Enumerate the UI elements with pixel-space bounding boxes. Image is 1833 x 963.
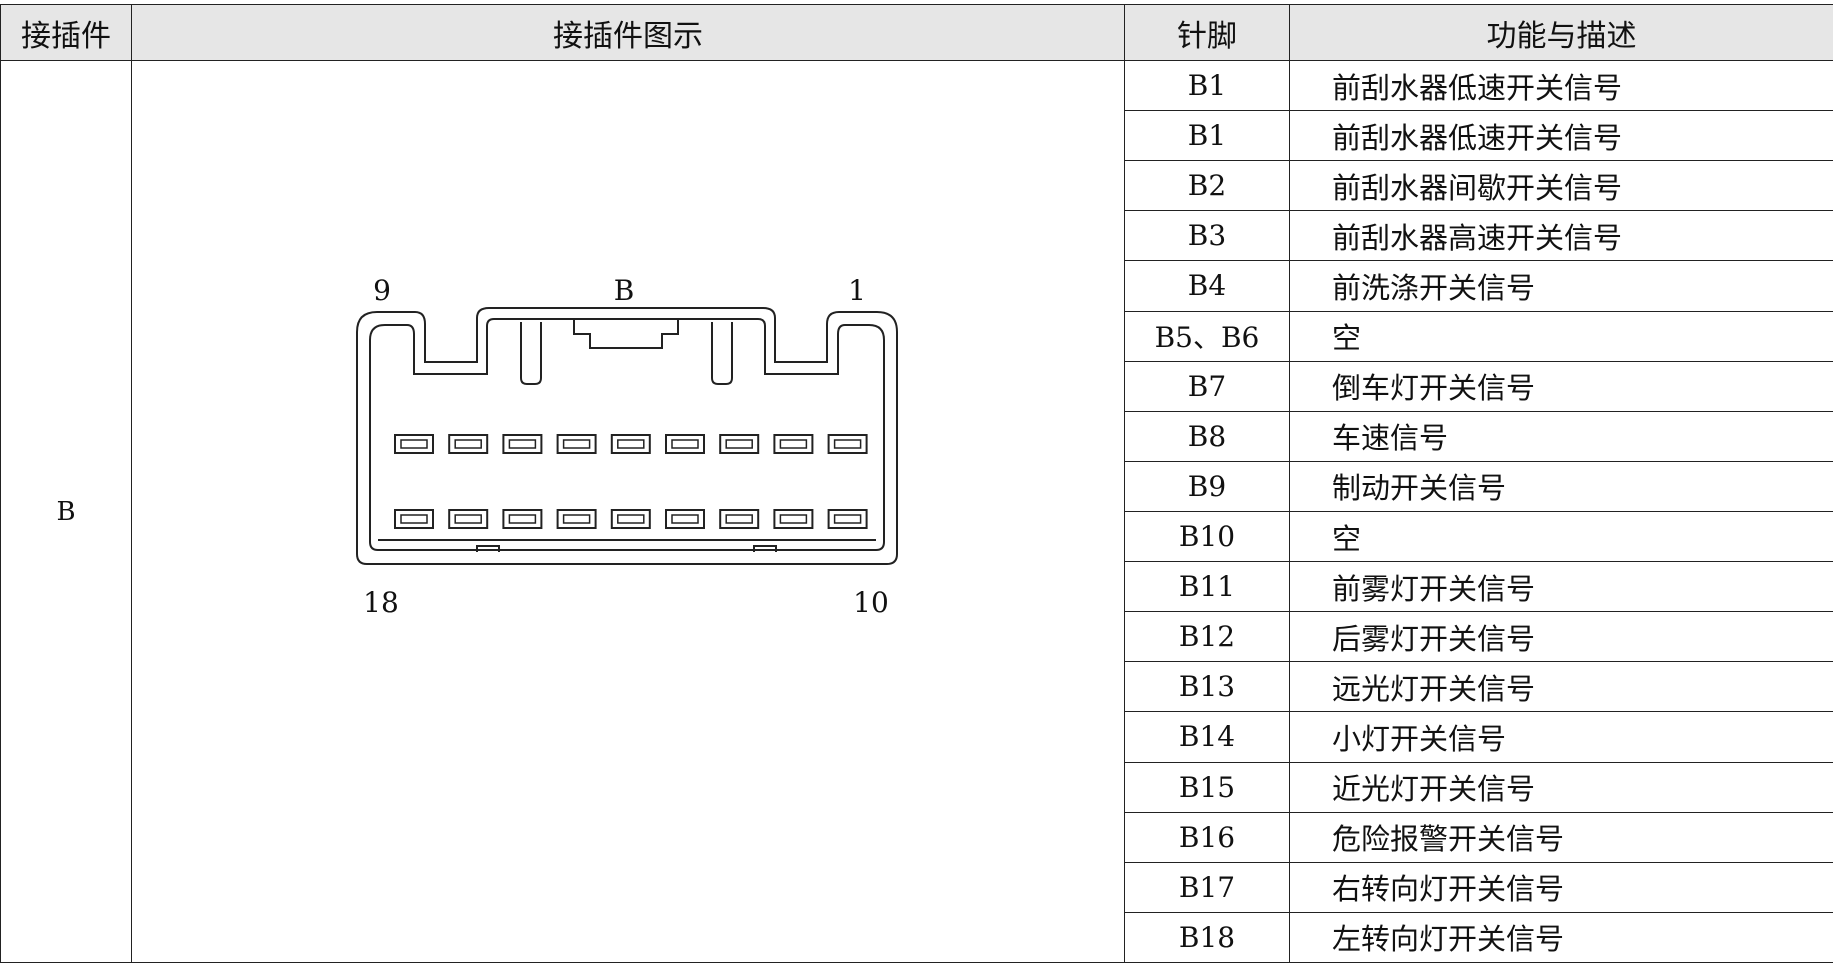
function-cell: 倒车灯开关信号 <box>1289 360 1833 412</box>
function-cell: 制动开关信号 <box>1289 460 1833 512</box>
pin-cell: B1 <box>1124 110 1290 162</box>
table-row: B14 小灯开关信号 <box>1 711 1833 763</box>
pin-cell: B17 <box>1124 861 1290 913</box>
function-cell: 前刮水器低速开关信号 <box>1289 110 1833 162</box>
pin-cell: B16 <box>1124 811 1290 863</box>
connector-housing-inner <box>369 317 885 551</box>
pin-cavity-inner <box>508 438 537 449</box>
pin-cell: B15 <box>1124 761 1290 813</box>
pin-cavity-inner <box>454 438 482 449</box>
function-cell: 后雾灯开关信号 <box>1289 611 1833 663</box>
table-row: B18 左转向灯开关信号 <box>1 911 1833 963</box>
pin-cell: B14 <box>1124 711 1290 763</box>
function-cell: 前刮水器高速开关信号 <box>1289 210 1833 262</box>
pin-cell: B18 <box>1124 911 1290 963</box>
pin-cavity-inner <box>617 513 645 524</box>
pin-label-10: 10 <box>853 586 889 619</box>
function-cell: 空 <box>1289 310 1833 362</box>
table-row: B16 危险报警开关信号 <box>1 811 1833 863</box>
pin-cavity-inner <box>617 438 645 449</box>
pin-cavity-inner <box>400 438 428 449</box>
pin-cavity-inner <box>562 438 591 449</box>
connector-name-cell: B <box>0 60 132 963</box>
function-cell: 小灯开关信号 <box>1289 711 1833 763</box>
pin-cell: B5、B6 <box>1124 310 1290 362</box>
table-row: B11 前雾灯开关信号 <box>1 561 1833 613</box>
pin-cavity-inner <box>833 438 862 449</box>
table-row: B4 前洗涤开关信号 <box>1 260 1833 312</box>
function-cell: 远光灯开关信号 <box>1289 661 1833 713</box>
function-cell: 近光灯开关信号 <box>1289 761 1833 813</box>
table-row: B10 空 <box>1 510 1833 563</box>
connector-diagram-cell: 9 B 1 18 10 <box>131 60 1125 963</box>
table-row: B <box>0 59 1833 963</box>
pin-cell: B1 <box>1124 59 1290 112</box>
connector-label: B <box>614 274 635 307</box>
pin-cavity-inner <box>400 513 428 524</box>
latch-left <box>520 321 542 385</box>
table-row: B15 近光灯开关信号 <box>1 761 1833 813</box>
bottom-notch-right <box>753 544 777 552</box>
pin-cell: B9 <box>1124 460 1290 512</box>
function-cell: 前刮水器间歇开关信号 <box>1289 160 1833 212</box>
header-diagram: 接插件图示 <box>131 4 1125 61</box>
pin-cavity-inner <box>725 513 753 524</box>
center-key <box>573 318 679 349</box>
pin-cell: B13 <box>1124 661 1290 713</box>
function-cell: 前雾灯开关信号 <box>1289 561 1833 613</box>
pin-row-top <box>394 433 868 454</box>
function-cell: 车速信号 <box>1289 410 1833 462</box>
pin-cavity-inner <box>779 438 808 449</box>
pin-cavity-inner <box>779 513 808 524</box>
table-row: B1 前刮水器低速开关信号 <box>1 110 1833 162</box>
table-row: B3 前刮水器高速开关信号 <box>1 210 1833 262</box>
pin-cell: B8 <box>1124 410 1290 462</box>
connector-housing-outer <box>356 306 898 565</box>
function-cell: 空 <box>1289 510 1833 563</box>
table-row: B7 倒车灯开关信号 <box>1 360 1833 412</box>
table-row: B13 远光灯开关信号 <box>1 661 1833 713</box>
function-cell: 危险报警开关信号 <box>1289 811 1833 863</box>
latch-right <box>711 321 733 385</box>
pin-cavity-inner <box>833 513 862 524</box>
function-cell: 左转向灯开关信号 <box>1289 911 1833 963</box>
header-row: 接插件 接插件图示 针脚 功能与描述 <box>0 4 1833 61</box>
pin-cavity-inner <box>671 438 699 449</box>
function-cell: 前洗涤开关信号 <box>1289 260 1833 312</box>
pin-label-9: 9 <box>373 274 391 307</box>
pin-row-bottom <box>394 508 868 529</box>
pin-cell: B11 <box>1124 561 1290 613</box>
pin-cell: B7 <box>1124 360 1290 412</box>
table-row: B12 后雾灯开关信号 <box>1 611 1833 663</box>
pin-cell: B10 <box>1124 510 1290 563</box>
pin-cell: B12 <box>1124 611 1290 663</box>
header-connector: 接插件 <box>0 4 132 61</box>
bottom-notch-left <box>476 544 500 552</box>
pin-cavity-inner <box>454 513 482 524</box>
connector-pinout-table: 接插件 接插件图示 针脚 功能与描述 B <box>0 4 1833 963</box>
table-body: B <box>0 59 1833 963</box>
pin-cell: B3 <box>1124 210 1290 262</box>
table-row: B9 制动开关信号 <box>1 460 1833 512</box>
pin-cell: B2 <box>1124 160 1290 212</box>
pin-cavity-inner <box>562 513 591 524</box>
pin-cavity-inner <box>508 513 537 524</box>
header-function: 功能与描述 <box>1289 4 1833 61</box>
pin-cavity-inner <box>725 438 753 449</box>
header-pin: 针脚 <box>1124 4 1290 61</box>
connector-diagram: 9 B 1 18 10 <box>356 274 898 619</box>
table-row: B5、B6 空 <box>1 310 1833 362</box>
pin-label-18: 18 <box>363 586 399 619</box>
pin-label-1: 1 <box>848 274 866 307</box>
pin-cavity-inner <box>671 513 699 524</box>
function-cell: 前刮水器低速开关信号 <box>1289 59 1833 112</box>
pin-cell: B4 <box>1124 260 1290 312</box>
function-cell: 右转向灯开关信号 <box>1289 861 1833 913</box>
